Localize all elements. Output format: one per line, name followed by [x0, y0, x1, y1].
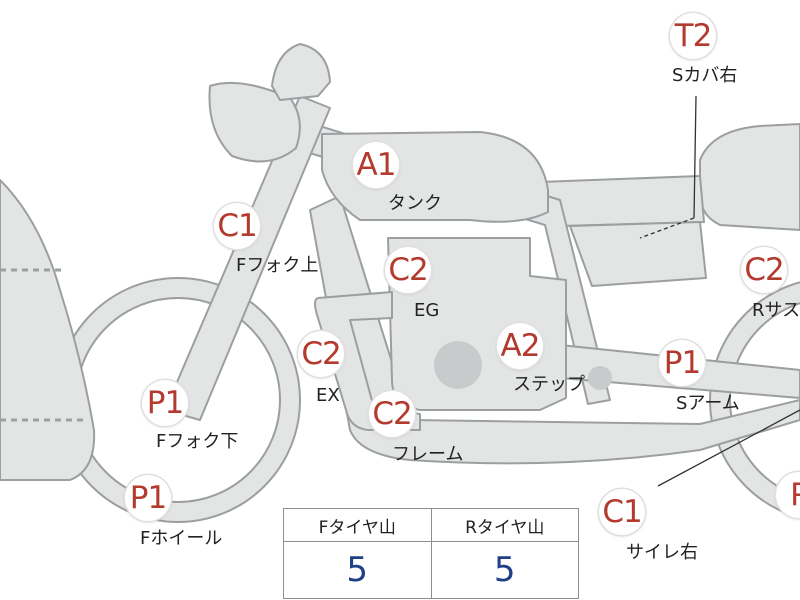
- badge-c2-engine[interactable]: C2: [385, 247, 431, 293]
- label-engine: EG: [414, 300, 440, 321]
- fairing-shape: [0, 179, 96, 481]
- label-f-fork-upper: Fフォク上: [236, 255, 319, 276]
- badge-p1-fork-lower[interactable]: P1: [142, 380, 188, 426]
- tire-tread-value-front[interactable]: 5: [283, 541, 432, 599]
- frame-shape: [309, 195, 800, 465]
- tire-tread-value-row: 5 5: [283, 541, 579, 599]
- tire-tread-header-row: Fタイヤ山 Rタイヤ山: [283, 508, 579, 542]
- step-peg: [588, 366, 612, 390]
- t2-leader-dash: [639, 217, 695, 239]
- engine-cover-dot: [434, 341, 482, 389]
- t2-leader: [693, 95, 697, 219]
- label-tank: タンク: [388, 193, 442, 214]
- badge-t2[interactable]: T2: [670, 13, 716, 59]
- label-frame: フレーム: [392, 444, 464, 465]
- badge-p1-swing-arm[interactable]: P1: [659, 340, 705, 386]
- tire-tread-table: Fタイヤ山 Rタイヤ山 5 5: [283, 508, 579, 599]
- label-exhaust: EX: [316, 385, 340, 406]
- rear-wheel: [709, 281, 800, 519]
- badge-p1-front-wheel[interactable]: P1: [125, 475, 171, 521]
- rear-cover-shape: [699, 123, 800, 231]
- label-front-wheel: Fホイール: [140, 528, 223, 549]
- label-swing-arm: Sアーム: [676, 393, 740, 414]
- label-s-cover-right: Sカバ右: [672, 65, 738, 86]
- badge-a2-step[interactable]: A2: [497, 323, 543, 369]
- badge-c1-fork-upper[interactable]: C1: [214, 203, 260, 249]
- front-fork-shape: [164, 95, 331, 421]
- tire-tread-header-front: Fタイヤ山: [283, 508, 432, 542]
- muffler-leader: [657, 409, 800, 487]
- badge-c2-frame[interactable]: C2: [369, 391, 415, 437]
- badge-c1-muffler[interactable]: C1: [599, 489, 645, 535]
- label-f-fork-lower: Fフォク下: [156, 431, 239, 452]
- label-rear-suspension: Rサス: [752, 300, 800, 321]
- label-muffler-right: サイレ右: [626, 542, 698, 563]
- badge-c2-rear-suspension[interactable]: C2: [741, 247, 787, 293]
- badge-c2-exhaust[interactable]: C2: [298, 331, 344, 377]
- side-cover-shape: [569, 221, 707, 287]
- headlight-shape: [208, 81, 301, 163]
- label-step: ステップ: [513, 374, 585, 395]
- meter-shape: [271, 43, 331, 101]
- tire-tread-header-rear: Rタイヤ山: [430, 508, 579, 542]
- tire-tread-value-rear[interactable]: 5: [430, 541, 579, 599]
- badge-a1[interactable]: A1: [353, 142, 399, 188]
